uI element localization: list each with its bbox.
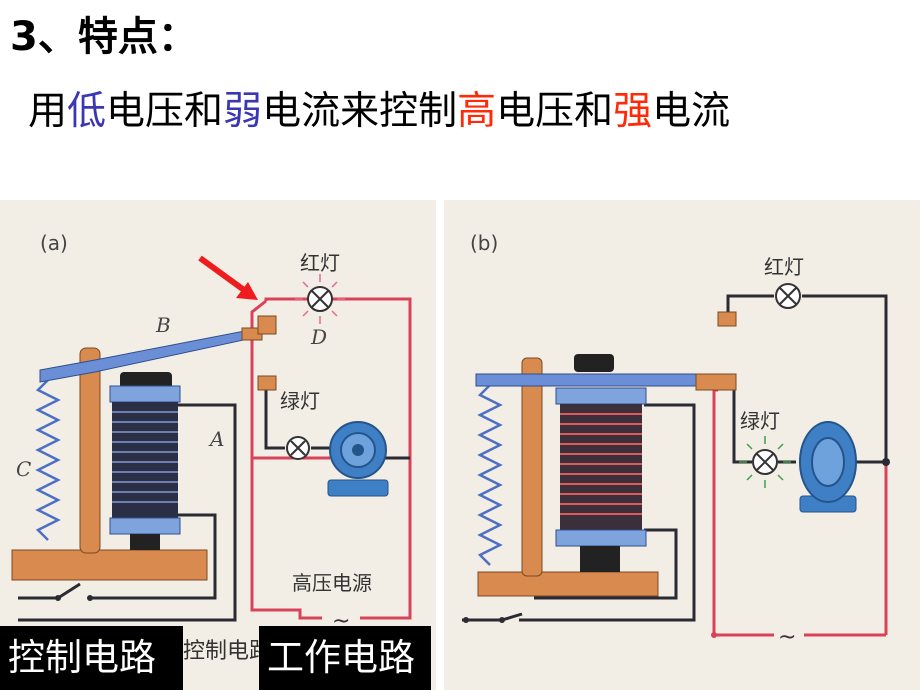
partial-caption-text: 控制电路	[183, 639, 259, 664]
upper-contact-b	[717, 311, 737, 327]
relay-diagram-a: ~ (a) 红灯 绿灯 B D C A 高压电源	[11, 231, 412, 634]
relay-post-b	[521, 357, 543, 577]
contact-b	[695, 373, 737, 391]
iron-core-bottom-b	[580, 546, 620, 572]
switch-terminal	[463, 617, 469, 623]
subtitle-weak-highlight: 弱	[223, 89, 263, 134]
electromagnet-coil-a	[112, 402, 178, 518]
switch-terminal	[499, 617, 505, 623]
junction-dot	[882, 458, 890, 466]
lower-contact-a	[257, 375, 277, 391]
green-lamp-b	[739, 436, 791, 488]
iron-core-bottom-a	[130, 534, 160, 550]
motor-b	[799, 421, 857, 513]
red-lamp-label-b: 红灯	[764, 255, 804, 279]
relay-base-a	[11, 549, 208, 581]
hv-source-label: 高压电源	[292, 571, 372, 595]
relay-base-b	[477, 571, 659, 597]
diagram-b-label: (b)	[470, 231, 498, 255]
control-switch-b	[501, 612, 523, 622]
subtitle-part: 用	[28, 89, 68, 134]
red-lamp-a	[295, 274, 345, 324]
slide-heading: 3、特点：	[10, 14, 198, 60]
contact-d-upper-a	[257, 315, 277, 335]
subtitle-low-highlight: 低	[67, 89, 107, 134]
subtitle-strong-highlight: 强	[613, 89, 653, 134]
diagram-b-panel: ~ (b) 红灯 绿灯	[444, 200, 920, 690]
iron-core-top-b	[574, 354, 614, 372]
diagram-a-label: (a)	[40, 231, 68, 255]
spring-b	[477, 384, 503, 566]
subtitle-part: 电压和	[496, 89, 614, 134]
label-d: D	[310, 325, 327, 349]
control-circuit-caption: 控制电路	[0, 626, 183, 690]
subtitle-high-highlight: 高	[457, 89, 497, 134]
green-lamp-label-a: 绿灯	[280, 389, 320, 413]
work-circuit-black-wires-b	[462, 294, 888, 622]
subtitle-part: 电流	[652, 89, 731, 134]
relay-diagram-b: ~ (b) 红灯 绿灯	[462, 231, 890, 650]
junction-dot	[711, 632, 717, 638]
pointer-arrow-icon	[198, 255, 258, 300]
work-circuit-black-wires-a	[18, 390, 410, 622]
coil-top-plate-a	[109, 385, 181, 403]
coil-bottom-plate-a	[109, 517, 181, 535]
coil-bottom-plate-b	[555, 529, 647, 547]
control-switch-a	[57, 582, 81, 600]
electromagnet-coil-b	[560, 404, 642, 530]
red-lamp-label-a: 红灯	[300, 251, 340, 275]
label-b: B	[155, 313, 171, 337]
relay-post-a	[79, 347, 101, 554]
subtitle: 用低电压和弱电流来控制高电压和强电流	[28, 84, 730, 140]
work-circuit-wires-a	[250, 297, 412, 620]
subtitle-part: 电流来控制	[262, 89, 458, 134]
spring-c-a	[35, 379, 61, 541]
switch-terminal	[87, 595, 93, 601]
ac-source-symbol-b: ~	[778, 625, 796, 650]
label-a: A	[208, 427, 224, 451]
coil-top-plate-b	[555, 387, 647, 405]
red-lamp-b	[775, 283, 801, 309]
work-circuit-caption: 工作电路	[259, 626, 431, 690]
green-lamp-a	[286, 436, 310, 460]
subtitle-part: 电压和	[106, 89, 224, 134]
armature-b	[475, 373, 697, 387]
switch-terminal	[55, 595, 61, 601]
motor-a	[327, 421, 389, 497]
diagram-a-panel: ~ (a) 红灯 绿灯 B D C A 高压电源	[0, 200, 436, 690]
green-lamp-label-b: 绿灯	[740, 409, 780, 433]
label-c: C	[16, 457, 31, 481]
